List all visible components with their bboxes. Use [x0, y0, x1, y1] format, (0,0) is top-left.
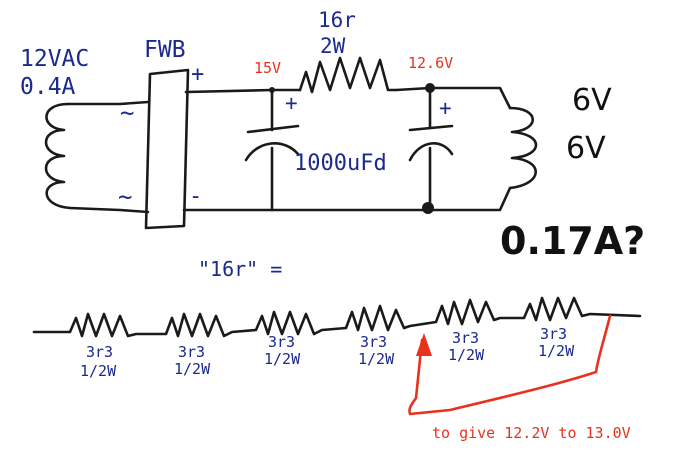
rectifier-ac-bottom: ~	[118, 183, 132, 211]
load-top-voltage: 6V	[572, 83, 612, 118]
rectifier-minus: -	[189, 184, 202, 209]
chain-resistor-power: 1/2W	[358, 350, 395, 368]
transformer-lead-bottom	[68, 206, 150, 214]
junction-dot	[425, 83, 435, 93]
rectifier-label: FWB	[144, 37, 186, 63]
chain-resistor-value: 3r3	[178, 343, 205, 361]
rectifier-plus: +	[191, 62, 204, 87]
resistor-value: 16r	[318, 8, 356, 32]
junction-dot	[422, 202, 434, 214]
bottom-rail	[182, 186, 512, 212]
tap-note: to give 12.2V to 13.0V	[432, 424, 631, 442]
junction-dot	[269, 87, 275, 93]
chain-resistor-value: 3r3	[540, 325, 567, 343]
cap2-plate-top	[408, 124, 454, 132]
load-bottom-voltage: 6V	[566, 131, 606, 166]
chain-resistor-power: 1/2W	[538, 342, 575, 360]
transformer-current-label: 0.4A	[20, 74, 76, 100]
chain-resistor-power: 1/2W	[264, 350, 301, 368]
cap1-plus: +	[285, 91, 298, 115]
tap-arrow-head	[416, 333, 432, 356]
resistor-power: 2W	[320, 34, 346, 58]
resistor-chain	[32, 296, 642, 338]
series-resistor-16r	[298, 56, 398, 94]
current-question: 0.17A?	[500, 219, 645, 263]
chain-resistor-power: 1/2W	[448, 346, 485, 364]
chain-resistor-value: 3r3	[452, 329, 479, 347]
cap1-plate-bottom	[244, 142, 300, 162]
cap2-plate-bottom	[408, 142, 454, 162]
chain-title: "16r" =	[198, 257, 282, 281]
chain-resistor-power: 1/2W	[80, 362, 117, 380]
transformer-coil	[44, 102, 72, 210]
transformer-lead-top	[66, 100, 150, 106]
top-rail-left	[184, 88, 302, 94]
rectifier-ac-top: ~	[120, 99, 134, 127]
chain-resistor-value: 3r3	[268, 333, 295, 351]
load-coil	[508, 106, 538, 190]
transformer-voltage-label: 12VAC	[20, 46, 89, 72]
tap-arrow-line	[408, 314, 612, 416]
voltage-after-resistor: 12.6V	[408, 54, 453, 72]
chain-resistor-value: 3r3	[360, 333, 387, 351]
top-rail-right	[394, 86, 512, 110]
voltage-before-resistor: 15V	[254, 59, 281, 77]
capacitor-value: 1000uFd	[294, 151, 387, 176]
rectifier-block	[144, 68, 190, 230]
cap1-plate-top	[246, 124, 300, 134]
chain-resistor-value: 3r3	[86, 343, 113, 361]
chain-resistor-power: 1/2W	[174, 360, 211, 378]
cap2-plus: +	[439, 96, 452, 120]
